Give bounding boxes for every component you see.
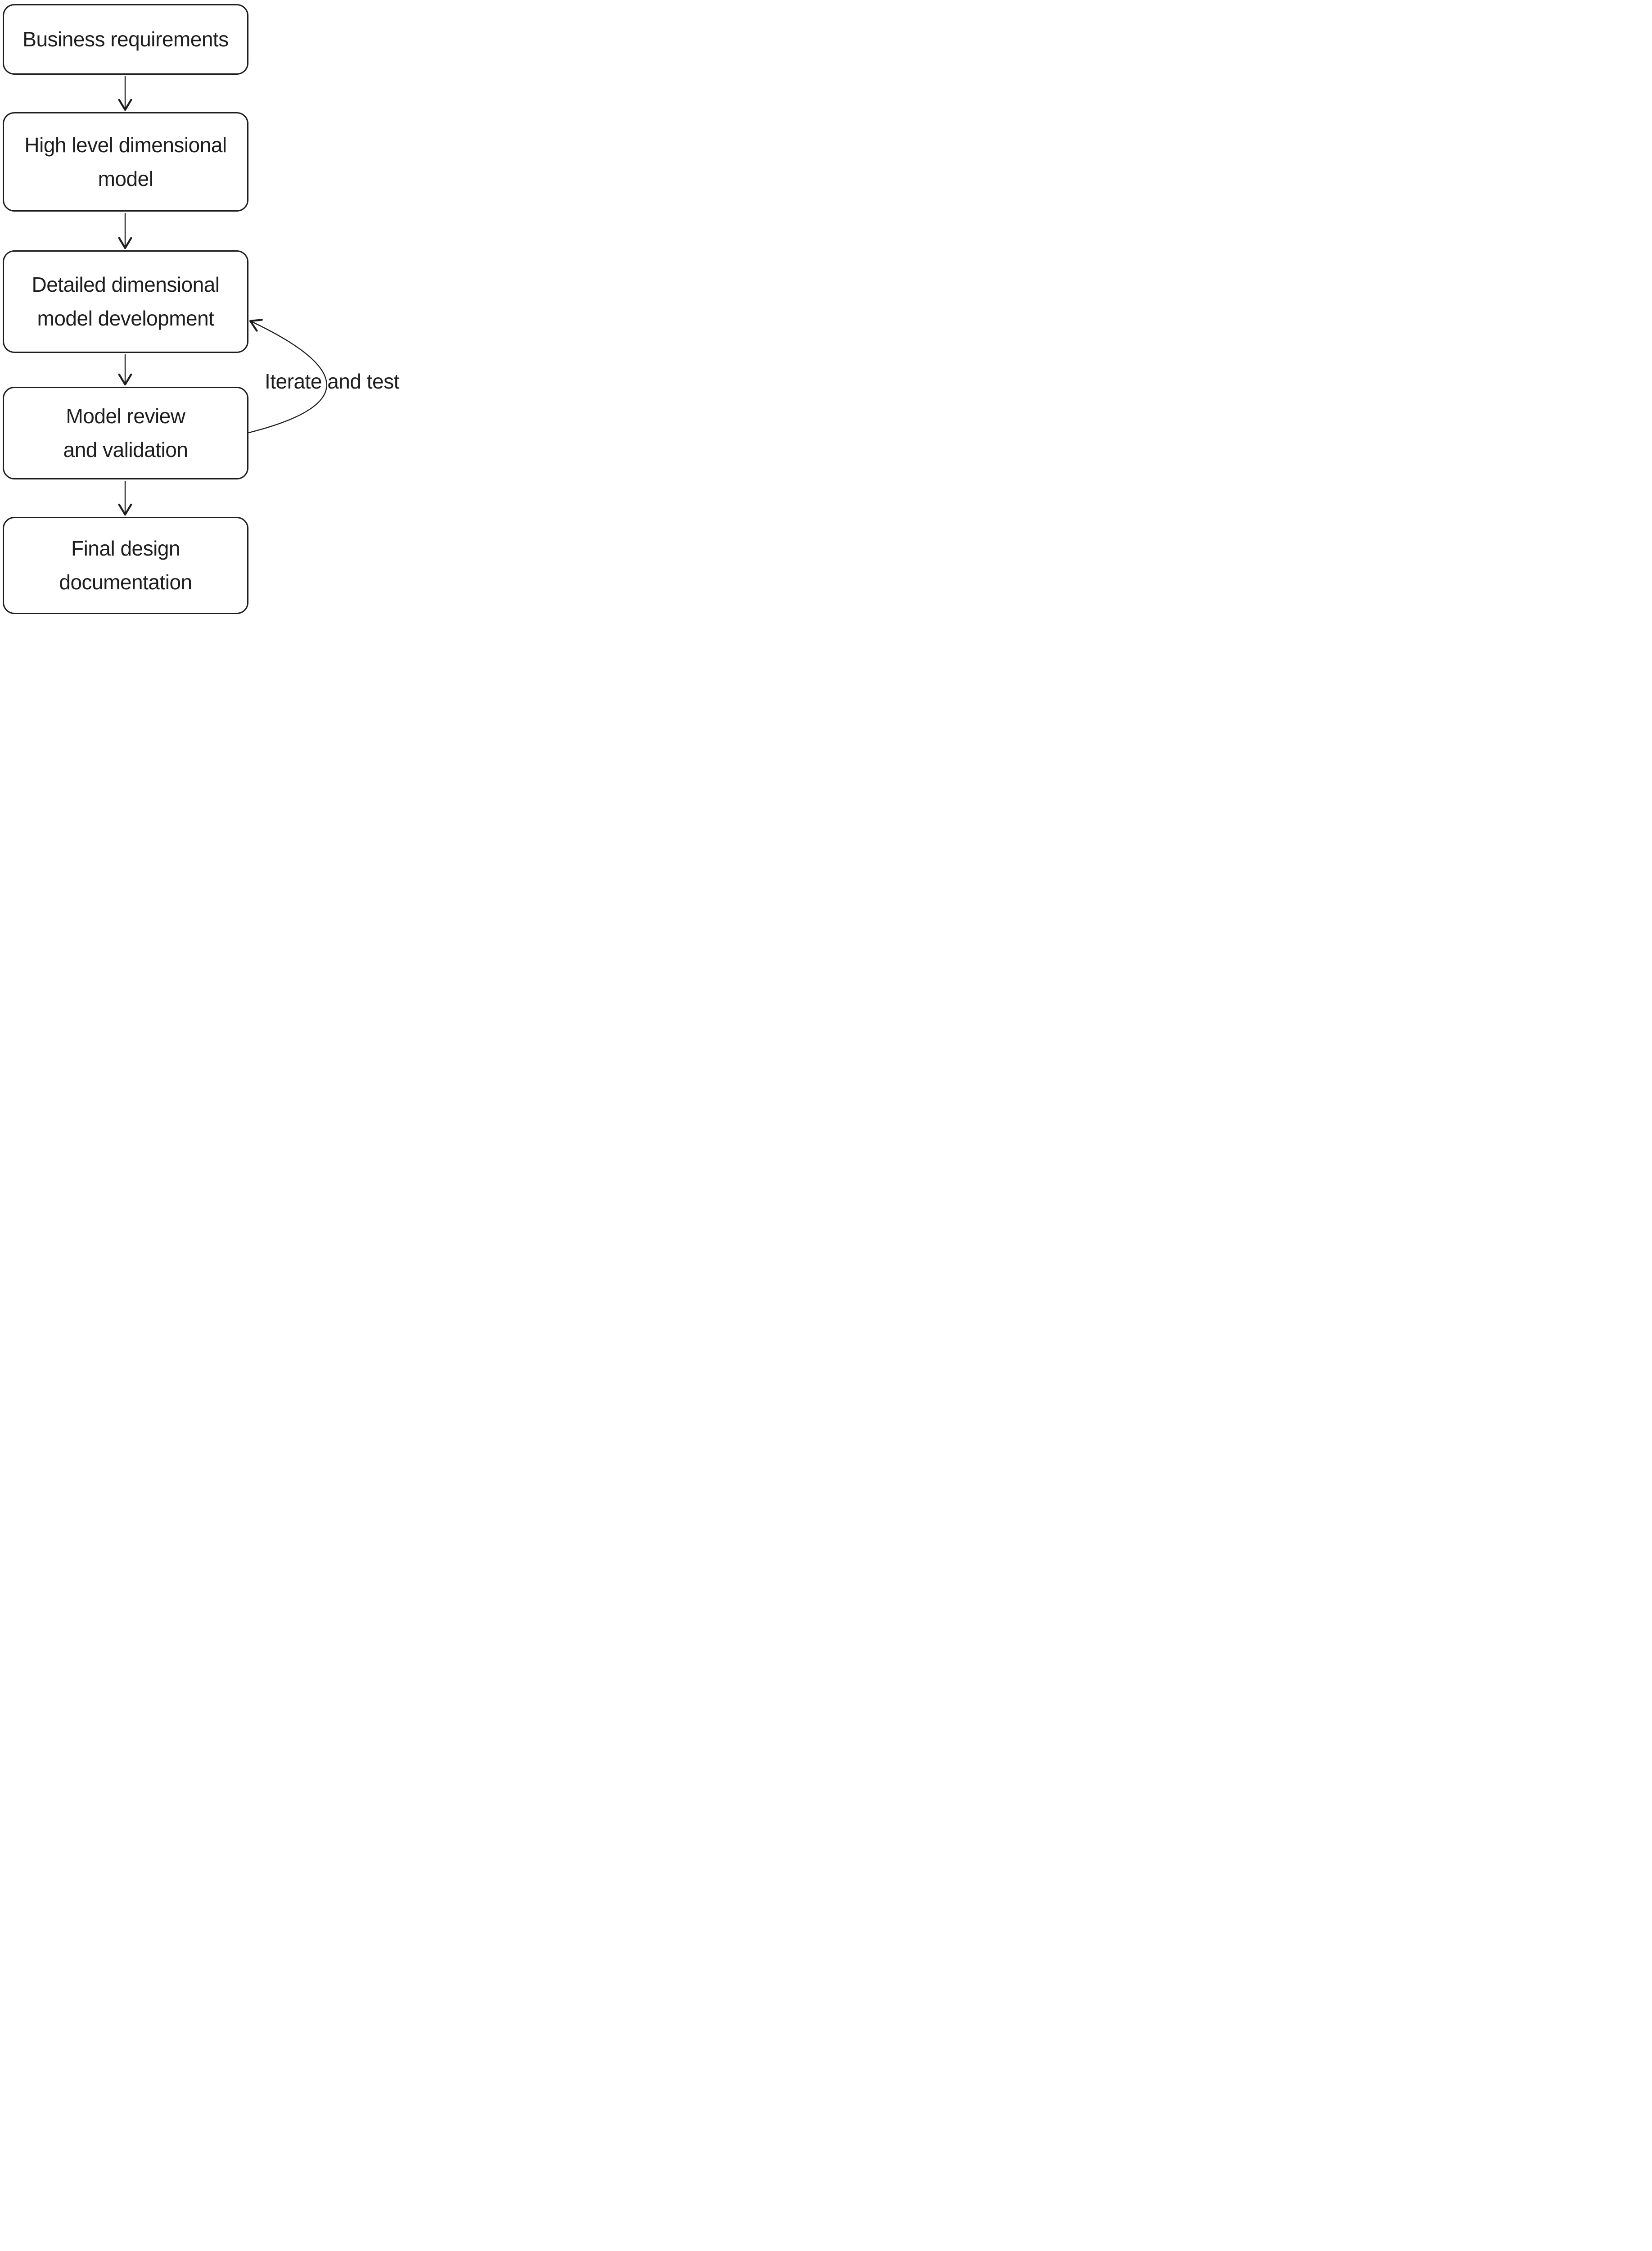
node-label: Final design documentation: [59, 537, 192, 594]
node-high-level-dimensional-model: High level dimensional model: [3, 112, 248, 212]
node-final-design-documentation: Final design documentation: [3, 517, 248, 614]
node-detailed-dimensional-model-development: Detailed dimensional model development: [3, 250, 248, 353]
node-model-review-and-validation: Model review and validation: [3, 387, 248, 479]
node-label: High level dimensional model: [24, 133, 227, 190]
node-label: Business requirements: [23, 27, 229, 51]
node-business-requirements: Business requirements: [3, 4, 248, 75]
flowchart-canvas: Business requirements High level dimensi…: [0, 0, 413, 616]
edge-label-iterate-and-test: Iterate and test: [265, 370, 399, 393]
node-label: Detailed dimensional model development: [32, 273, 220, 330]
node-label: Model review and validation: [63, 404, 188, 461]
